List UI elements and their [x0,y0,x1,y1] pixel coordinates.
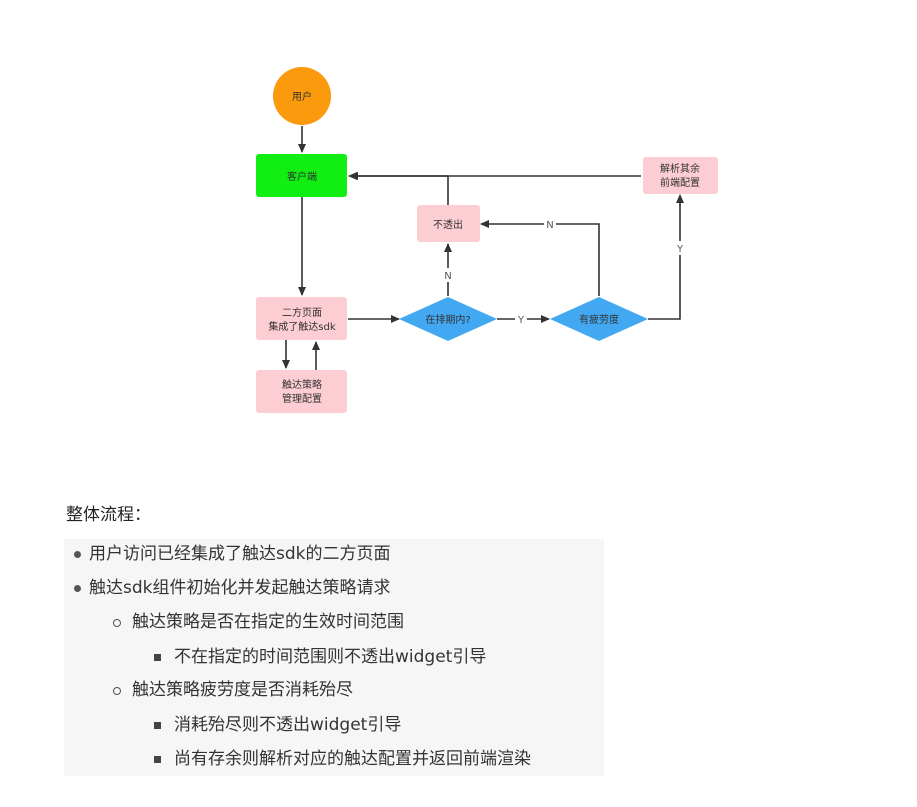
section-title: 整体流程： [66,505,151,525]
node-fatigue-label: 有疲劳度 [579,313,619,326]
edge-label-fatigue-no: N [546,220,553,231]
edge-fatigue-no [480,220,600,296]
node-not-show [417,205,480,242]
node-strategy-label-1: 触达策略 [282,378,322,391]
node-user-label: 用户 [292,90,312,103]
edge-label-bg [544,217,556,231]
node-user [273,67,331,125]
list-item-2-2: 触达策略疲劳度是否消耗殆尽 [132,680,353,700]
bullet-square [154,654,161,661]
bullet-square [154,756,161,763]
node-page-label-1: 二方页面 [282,306,322,319]
node-strategy [256,370,347,413]
flow-description-list: 用户访问已经集成了触达sdk的二方页面 触达sdk组件初始化并发起触达策略请求 … [64,539,604,776]
list-item-2-2-2: 尚有存余则解析对应的触达配置并返回前端渲染 [174,749,531,769]
node-not-show-label: 不透出 [433,218,463,231]
list-item-2: 触达sdk组件初始化并发起触达策略请求 [89,578,391,598]
node-parse [643,157,718,194]
node-parse-label-1: 解析其余 [660,162,700,175]
edge-label-period-no: N [444,271,451,282]
node-in-period-decision [399,297,497,341]
edge-label-bg [674,241,686,255]
list-item-2-2-1: 消耗殆尽则不透出widget引导 [174,715,402,735]
bullet-circle [113,619,121,627]
edge-notshow-to-client [348,172,449,205]
edge-label-bg [443,268,453,282]
edge-label-bg [515,312,527,326]
node-client [256,154,347,197]
edge-label-period-yes: Y [517,315,525,326]
node-page [256,297,347,340]
list-item-2-1: 触达策略是否在指定的生效时间范围 [132,612,404,632]
edge-label-fatigue-yes: Y [676,244,684,255]
node-parse-label-2: 前端配置 [660,176,700,189]
node-strategy-label-2: 管理配置 [282,392,322,405]
node-fatigue-decision [550,297,648,341]
node-page-label-2: 集成了触达sdk [268,320,336,333]
flowchart: N Y N Y 用户 客户端 二方页面 集成了触达sdk 触达策略 管理配置 在… [256,67,718,413]
bullet-disc [74,585,81,592]
bullet-square [154,722,161,729]
edge-fatigue-yes [648,194,684,320]
bullet-circle [113,687,121,695]
list-item-2-1-1: 不在指定的时间范围则不透出widget引导 [174,647,487,667]
list-item-1: 用户访问已经集成了触达sdk的二方页面 [89,544,391,564]
bullet-disc [74,551,81,558]
node-client-label: 客户端 [287,170,317,183]
node-in-period-label: 在排期内? [425,313,470,326]
